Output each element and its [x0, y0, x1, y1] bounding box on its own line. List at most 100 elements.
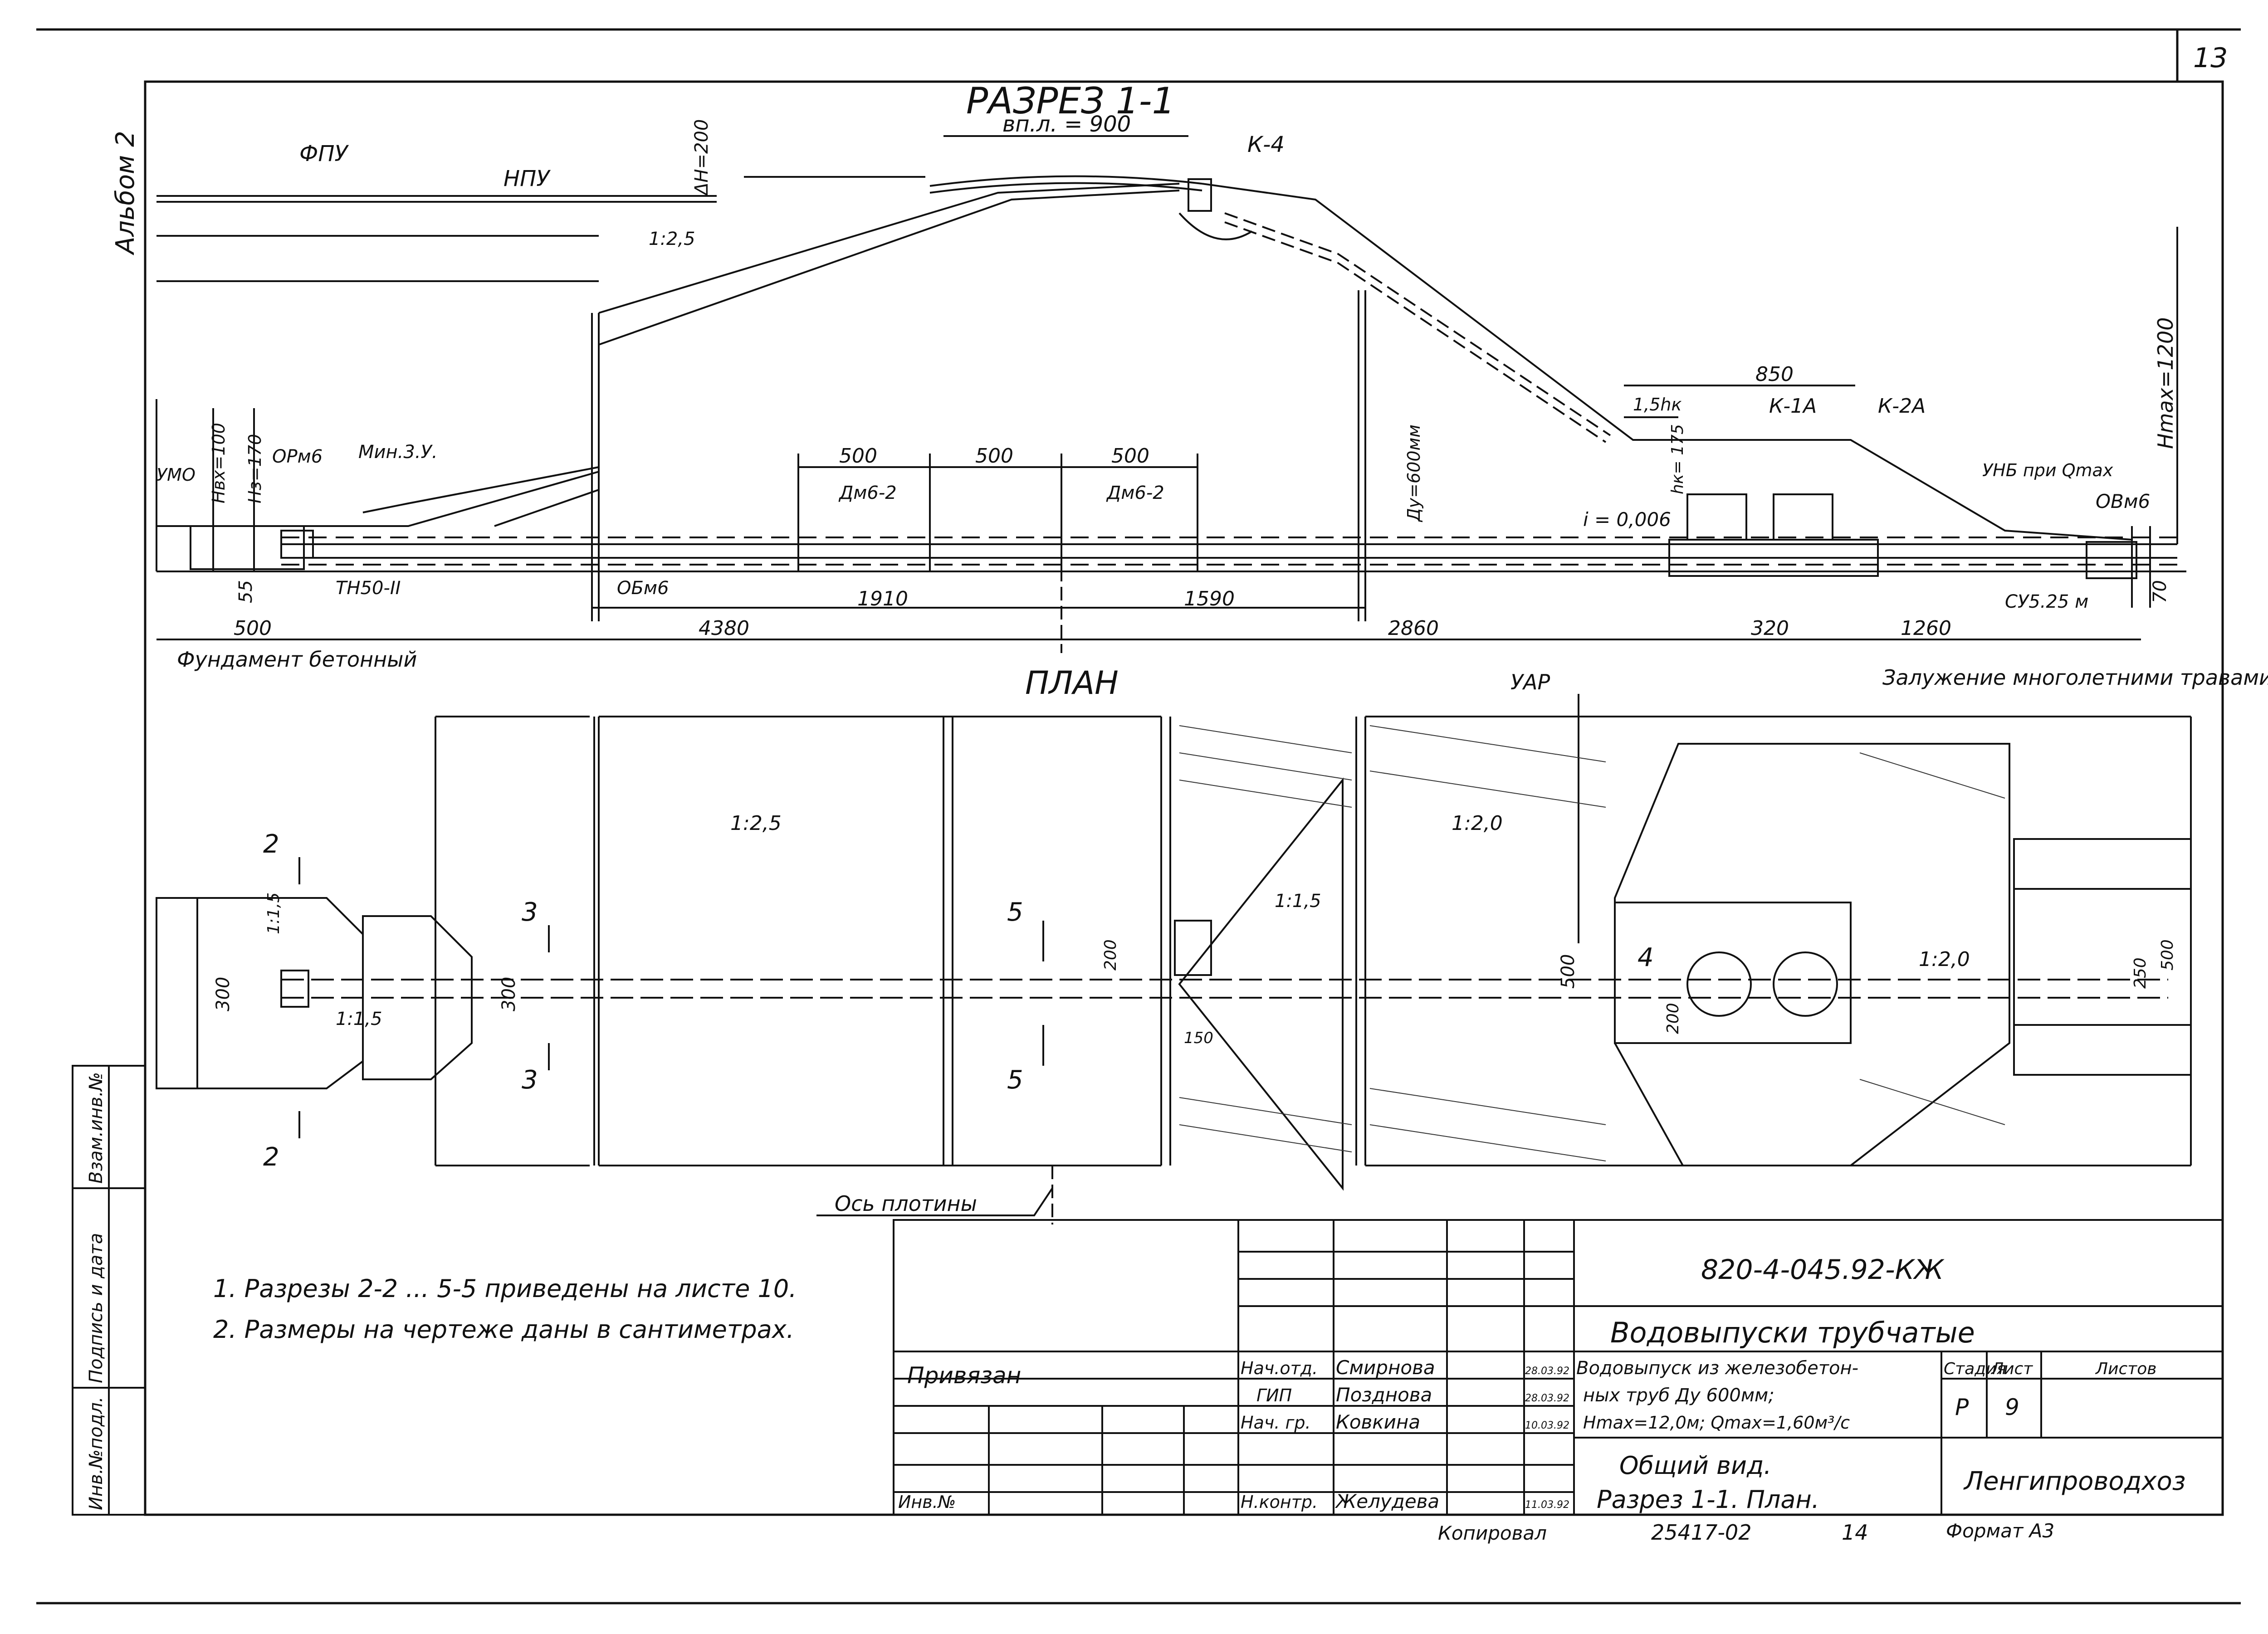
sheet-header: Лист	[1990, 1360, 2033, 1378]
section-mark-2-top: 2	[263, 829, 279, 859]
sheet-title-2: Разрез 1-1. План.	[1597, 1485, 1819, 1514]
series-title: Водовыпуски трубчатые	[1610, 1316, 1975, 1349]
date-3: 10.03.92	[1525, 1420, 1569, 1431]
axis-label: Ось плотины	[835, 1191, 977, 1216]
plan-dim-2: 300	[213, 977, 234, 1011]
k1a-label: К-1А	[1769, 395, 1817, 418]
slope-i: i = 0,006	[1583, 508, 1671, 531]
plan-dim-1: 1:1,5	[264, 893, 283, 934]
dim-top-2: 500	[975, 444, 1013, 468]
dim-top-3: 500	[1111, 444, 1149, 468]
format-label: Формат А3	[1946, 1520, 2054, 1542]
left-strip	[72, 1065, 146, 1516]
umo-label: УМО	[156, 465, 196, 485]
album-label: Альбом 2	[111, 131, 140, 255]
plan-dim-9: 250	[2131, 957, 2150, 989]
hmax-label: Hmax=1200	[2153, 317, 2178, 449]
name-1: Смирнова	[1336, 1356, 1435, 1379]
privyazan-label: Привязан	[907, 1362, 1021, 1389]
dim-bottom-7: 1260	[1901, 617, 1951, 640]
d850-label: 850	[1755, 363, 1794, 386]
slope-upstream: 1:2,5	[649, 229, 695, 249]
tn-label: ТН50-II	[336, 578, 401, 599]
name-4: Желудева	[1334, 1490, 1439, 1512]
plan-dim-7: 500	[1558, 954, 1579, 989]
section-mark-5-top: 5	[1007, 897, 1023, 927]
k4-label: К-4	[1247, 132, 1285, 157]
dh-label: ΔH=200	[691, 119, 712, 196]
section-mark-3-top: 3	[522, 897, 538, 927]
doc-code: 820-4-045.92-КЖ	[1701, 1254, 1945, 1286]
title-block-grid	[893, 1219, 2224, 1516]
k2a-label: К-2А	[1878, 395, 1926, 418]
copied-label: Копировал	[1438, 1522, 1547, 1544]
plan-slope-15: 1:1,5	[1275, 891, 1321, 912]
plan-dim-4: 300	[499, 977, 519, 1011]
role-3: Нач. гр.	[1241, 1413, 1311, 1433]
ovm-label: ОВм6	[2096, 490, 2150, 512]
obm-label: ОБм6	[617, 578, 669, 599]
page-number: 14	[1842, 1520, 1868, 1545]
plan-dim-6: 150	[1184, 1029, 1213, 1047]
min-label: Мин.3.У.	[358, 442, 438, 463]
plan-drawing	[156, 694, 2192, 1224]
name-3: Ковкина	[1336, 1411, 1420, 1433]
plan-dim-10: 500	[2158, 939, 2177, 971]
stage-header: Стадия	[1944, 1360, 2006, 1378]
plan-dim-5: 200	[1101, 939, 1120, 971]
hk175-label: hк= 175	[1668, 424, 1687, 494]
fpu-label: ФПУ	[299, 141, 349, 166]
description-2: ных труб Ду 600мм;	[1583, 1385, 1774, 1406]
dim-top-1: 500	[839, 444, 877, 468]
npu-label: НПУ	[503, 166, 551, 191]
sheets-header: Листов	[2095, 1360, 2156, 1378]
sheet-number: 13	[2193, 42, 2228, 74]
plan-slope-25: 1:2,5	[730, 812, 782, 835]
dm-label-2: Дм6-2	[1106, 483, 1164, 503]
hk15-label: 1,5hк	[1633, 395, 1682, 415]
section-mark-3-bottom: 3	[522, 1065, 538, 1095]
crest-width: вп.л. = 900	[1002, 112, 1131, 137]
section-drawing	[156, 135, 2186, 653]
section-mark-4: 4	[1637, 943, 1654, 972]
note-2: 2. Размеры на чертеже даны в сантиметрах…	[213, 1315, 794, 1344]
frame	[36, 28, 2241, 1605]
description-1: Водовыпуск из железобетон-	[1576, 1358, 1858, 1379]
description-3: Hmax=12,0м; Qmax=1,60м³/с	[1583, 1413, 1850, 1433]
plan-slope-20-b: 1:2,0	[1919, 948, 1970, 971]
left-strip-signature: Подпись и дата	[86, 1233, 107, 1383]
left-strip-vzam: Взам.инв.№	[86, 1072, 107, 1184]
foundation-label: Фундамент бетонный	[177, 647, 417, 672]
uar-label: УАР	[1510, 670, 1550, 694]
d70-label: 70	[2150, 580, 2170, 603]
su-label: СУ5.25 м	[2005, 591, 2088, 612]
date-1: 28.03.92	[1525, 1366, 1569, 1377]
nz-label: Hз=170	[245, 434, 265, 503]
role-1: Нач.отд.	[1241, 1358, 1318, 1378]
d55-label: 55	[235, 580, 256, 603]
name-2: Позднова	[1336, 1384, 1432, 1406]
sheet-title-1: Общий вид.	[1619, 1451, 1771, 1480]
doc-number: 25417-02	[1651, 1520, 1751, 1545]
section-title: РАЗРЕЗ 1-1	[966, 80, 1175, 122]
unb-label: УНБ при Qmax	[1982, 460, 2113, 480]
plan-dim-3: 1:1,5	[336, 1009, 382, 1029]
plan-hatching	[1179, 725, 2005, 1161]
date-2: 28.03.92	[1525, 1393, 1569, 1404]
plan-title: ПЛАН	[1025, 664, 1119, 702]
section-mark-2-bottom: 2	[263, 1142, 279, 1172]
du-label: Дy=600мм	[1404, 424, 1424, 522]
plan-slope-20-a: 1:2,0	[1452, 812, 1503, 835]
dim-bottom-6: 320	[1751, 617, 1789, 640]
org-name: Ленгипроводхоз	[1963, 1467, 2186, 1496]
note-1: 1. Разрезы 2-2 ... 5-5 приведены на лист…	[213, 1274, 797, 1303]
dim-bottom-3: 1910	[857, 587, 908, 610]
orm-label: ОРм6	[272, 446, 323, 467]
role-2: ГИП	[1256, 1385, 1292, 1405]
left-strip-inv-podl: Инв.№подл.	[86, 1396, 107, 1510]
sheet-value: 9	[2005, 1394, 2019, 1420]
nvx-label: Hвх=100	[209, 423, 229, 503]
section-mark-5-bottom: 5	[1007, 1065, 1023, 1095]
dim-bottom-2: 4380	[699, 617, 749, 640]
